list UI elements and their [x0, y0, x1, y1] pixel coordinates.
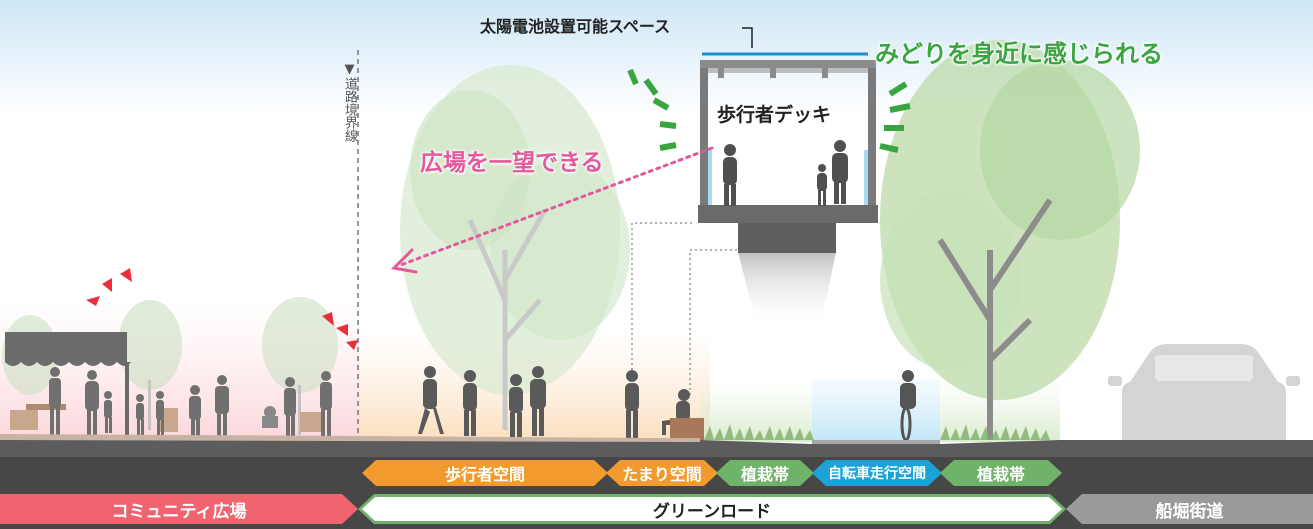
- deck-shadow: [738, 252, 836, 330]
- car-icon: [1108, 344, 1300, 440]
- bench: [160, 408, 178, 432]
- pedestrian-deck-label: 歩行者デッキ: [717, 104, 832, 126]
- zone-label: グリーンロード: [652, 501, 772, 522]
- zone-green-road: グリーンロード: [358, 494, 1066, 524]
- planting-grass: [704, 424, 1050, 440]
- deck-leader-line: [631, 222, 695, 370]
- plaza-paving: [0, 434, 700, 442]
- zone-label: たまり空間: [622, 465, 702, 484]
- zone-tamari-space: たまり空間: [606, 460, 718, 486]
- feel-greenery-callout: みどりを身近に感じられる: [874, 39, 1163, 68]
- solar-leader-line: [742, 27, 753, 48]
- zone-planting-2: 植栽帯: [940, 460, 1062, 486]
- road-boundary-label: ▼道路境界線: [342, 62, 357, 142]
- zone-label: 自転車走行空間: [828, 466, 926, 482]
- bench: [10, 410, 38, 430]
- pedestrian-deck: [698, 52, 878, 253]
- zone-bike-lane: 自転車走行空間: [812, 460, 942, 486]
- deck-leader-line: [689, 249, 738, 395]
- umbrella-tent-icon: [5, 332, 131, 437]
- zone-label: コミュニティ広場: [111, 501, 247, 522]
- planting-glow-1: [700, 380, 812, 442]
- ground-base: [0, 438, 1313, 457]
- zone-green-road-inner: グリーンロード: [362, 497, 1062, 521]
- person-silhouette-icon: [49, 367, 332, 441]
- view-arrow: [390, 146, 714, 274]
- zone-planting-1: 植栽帯: [716, 460, 814, 486]
- zone-community-plaza: コミュニティ広場: [0, 494, 358, 524]
- bike-lane-glow: [812, 380, 940, 442]
- zone-label: 植栽帯: [976, 465, 1025, 484]
- zone-funabori-street: 船堀街道: [1066, 494, 1313, 524]
- emphasis-marks: [86, 268, 358, 350]
- solar-space-label: 太陽電池設置可能スペース: [480, 17, 671, 36]
- cyclist-icon: [900, 370, 916, 442]
- emphasis-marks: [627, 68, 911, 153]
- zone-label: 植栽帯: [740, 465, 789, 484]
- bench: [300, 412, 322, 432]
- view-plaza-callout: 広場を一望できる: [420, 150, 604, 176]
- tree-icon: [400, 65, 630, 430]
- zone-label: 歩行者空間: [444, 465, 525, 484]
- tree-icon: [880, 40, 1140, 440]
- bike-lane-surface: [812, 440, 940, 444]
- planter-box: [670, 418, 704, 440]
- zone-pedestrian-space: 歩行者空間: [362, 460, 608, 486]
- zone-label: 船堀街道: [1155, 501, 1224, 522]
